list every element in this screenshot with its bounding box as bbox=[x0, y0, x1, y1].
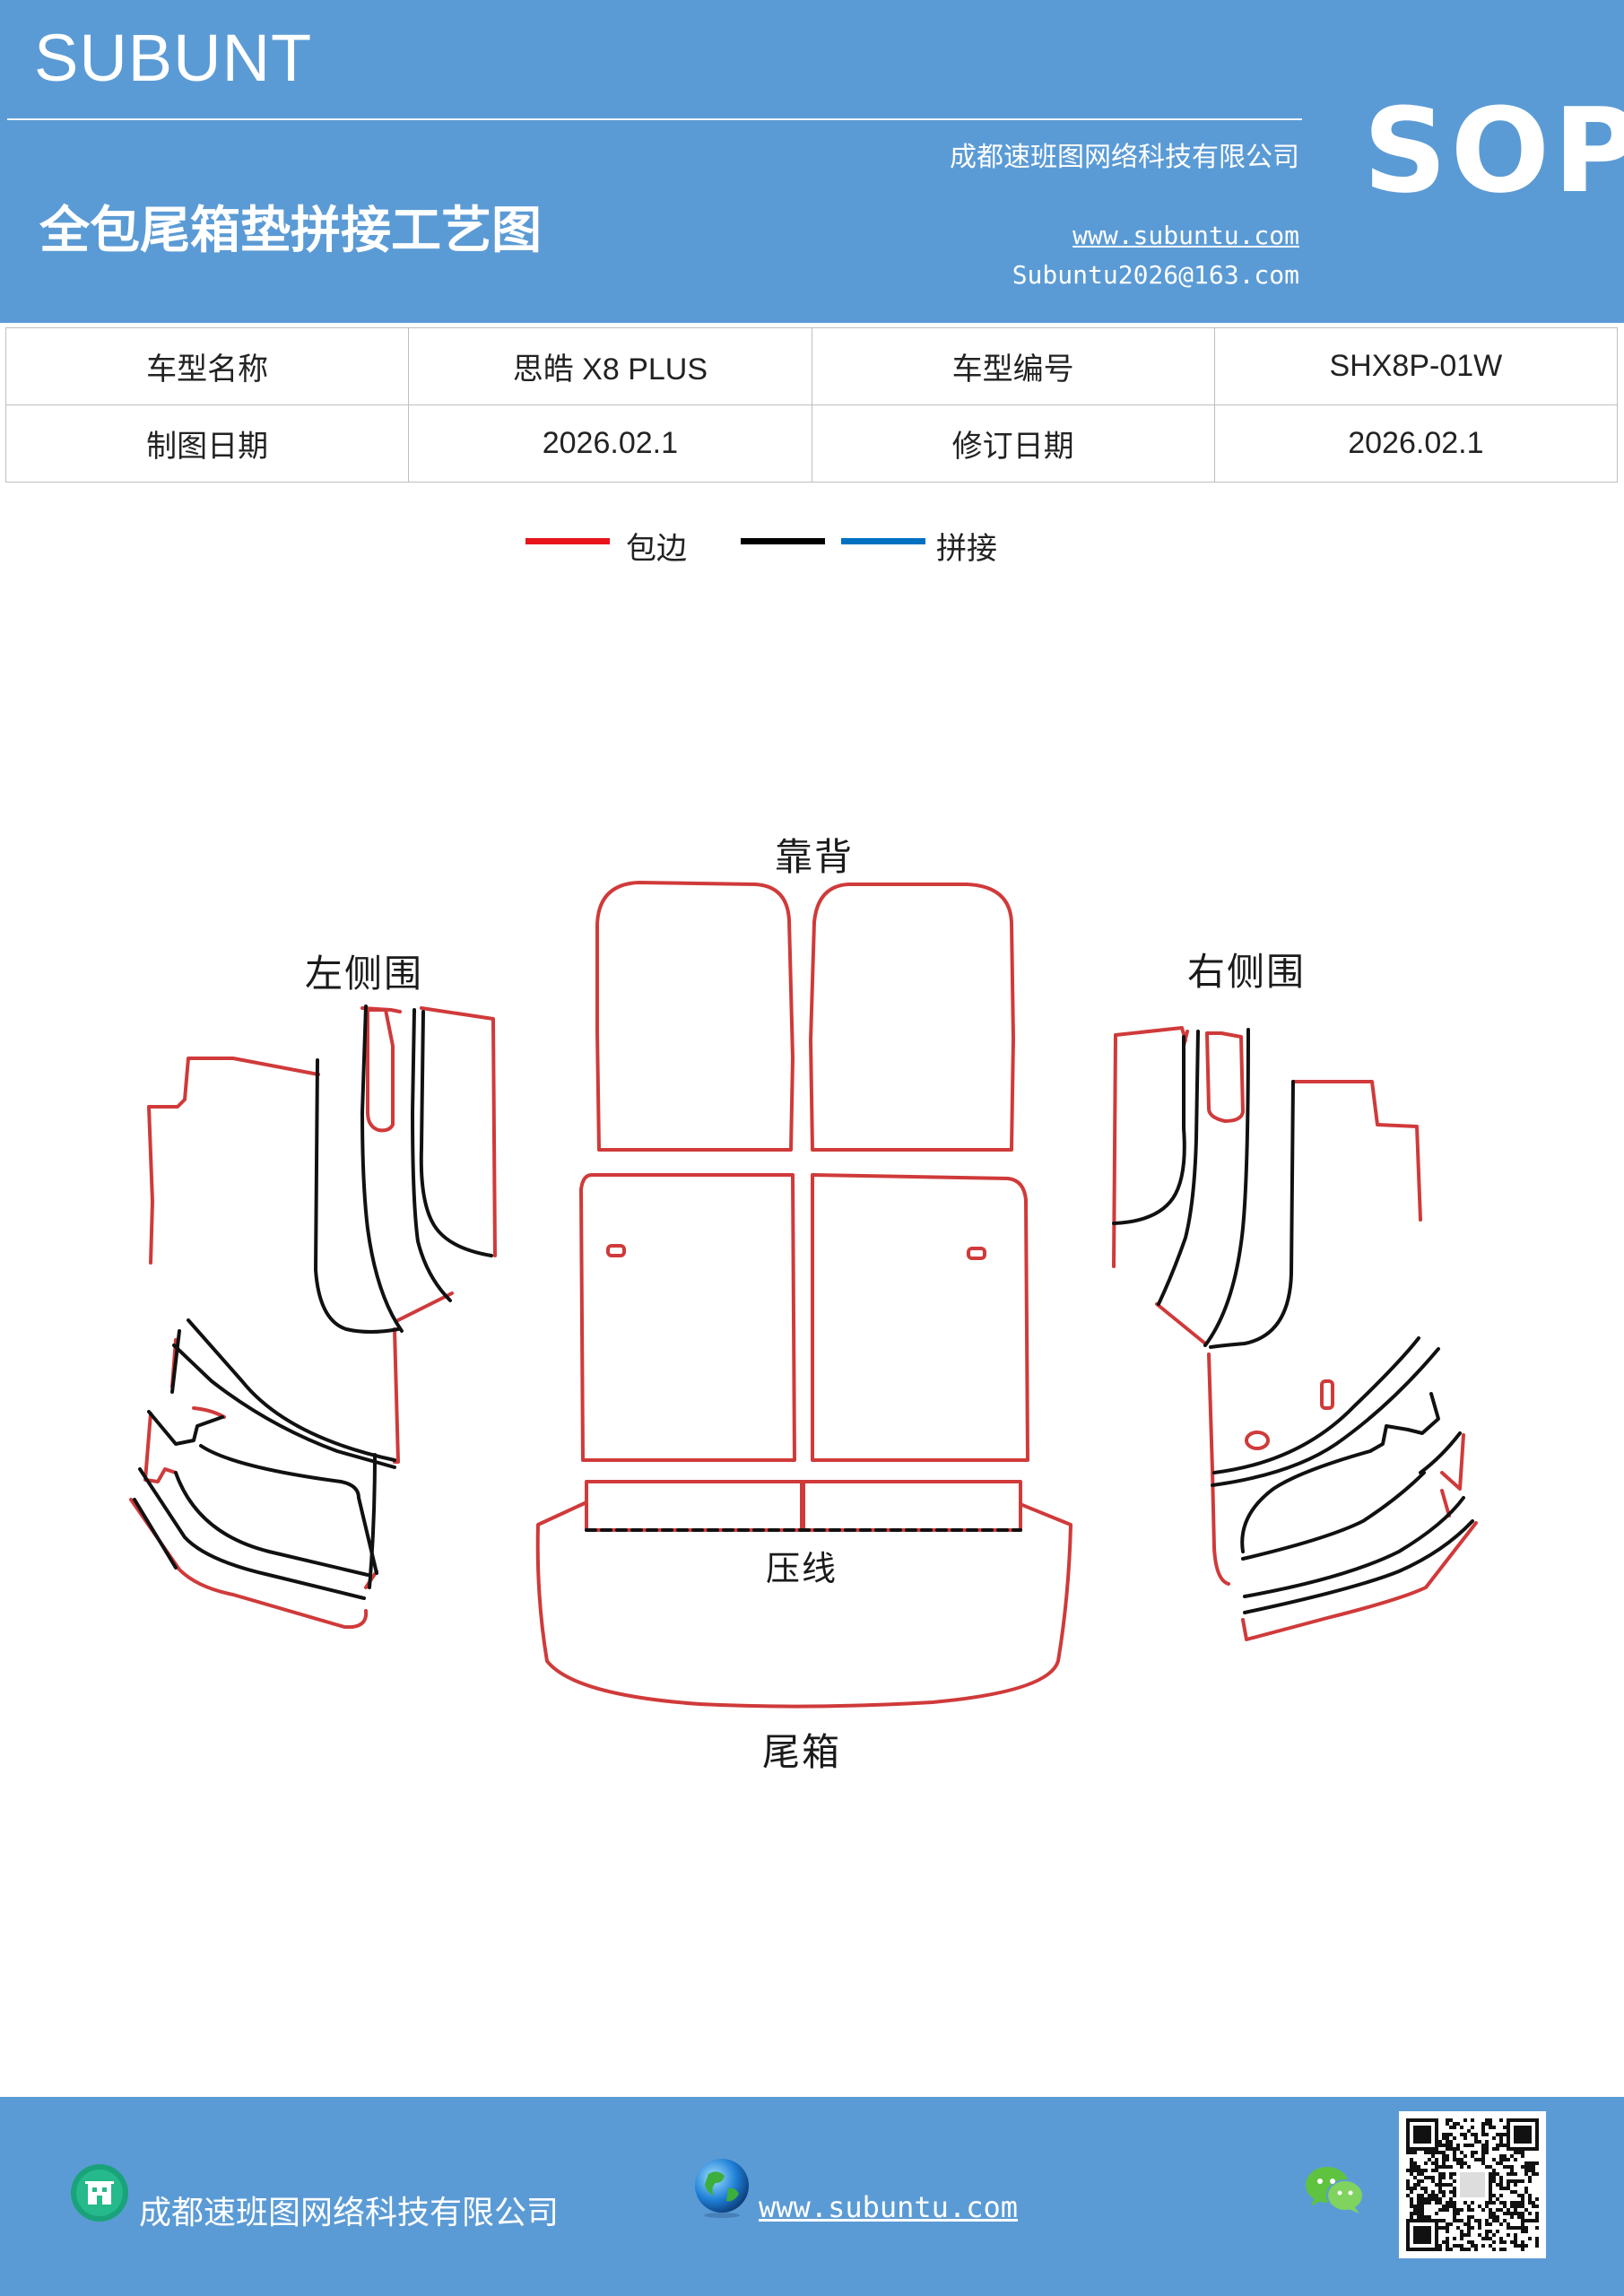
splice-diagram: 靠背 左侧围 右侧围 压线 尾箱 bbox=[0, 807, 1624, 1794]
left-seam-1 bbox=[314, 1058, 400, 1334]
globe-icon bbox=[695, 2159, 749, 2218]
revision-date-value: 2026.02.1 bbox=[1213, 404, 1619, 483]
model-name-label: 车型名称 bbox=[4, 327, 410, 405]
left-side-piece-e bbox=[420, 1006, 497, 1257]
draw-date-label: 制图日期 bbox=[4, 404, 410, 483]
right-side-piece-b bbox=[1207, 1352, 1230, 1586]
mat-pieces-drawing bbox=[129, 881, 1478, 1709]
brand-name: SUBUNT bbox=[34, 21, 313, 95]
right-side-piece-a bbox=[1291, 1080, 1422, 1222]
left-side-piece-h bbox=[129, 1498, 369, 1630]
right-side-piece-j bbox=[1440, 1489, 1451, 1518]
draw-date-value: 2026.02.1 bbox=[408, 404, 812, 483]
seat-left-slot bbox=[606, 1244, 626, 1257]
right-side-piece-c bbox=[1155, 1302, 1207, 1345]
left-seam-5 bbox=[187, 1318, 396, 1462]
email-address[interactable]: Subuntu2026@163.com bbox=[1012, 260, 1299, 290]
label-right-side: 右侧围 bbox=[1187, 950, 1307, 994]
sop-label: SOP bbox=[1363, 83, 1624, 219]
right-side-piece-d bbox=[1205, 1031, 1245, 1123]
left-seam-12 bbox=[368, 1453, 377, 1589]
footer-company: 成都速班图网络科技有限公司 bbox=[139, 2195, 560, 2231]
seat-right-slot bbox=[967, 1247, 986, 1260]
right-seam-3 bbox=[1157, 1030, 1200, 1306]
press-strip-left bbox=[585, 1480, 803, 1532]
left-side-piece-g bbox=[143, 1412, 178, 1483]
right-seam-7 bbox=[1368, 1392, 1440, 1453]
legend-line-black bbox=[741, 538, 825, 544]
right-seam-10 bbox=[1241, 1471, 1426, 1561]
legend-line-seam bbox=[841, 538, 925, 544]
left-seam-2 bbox=[360, 1004, 404, 1333]
table-row: 制图日期 2026.02.1 修订日期 2026.02.1 bbox=[4, 404, 1619, 483]
legend-line-edge bbox=[525, 538, 610, 544]
left-seam-13 bbox=[170, 1329, 181, 1394]
right-side-piece-g bbox=[1112, 1033, 1117, 1268]
header-divider bbox=[7, 118, 1302, 120]
footer-website-link[interactable]: www.subuntu.com bbox=[759, 2190, 1018, 2224]
right-seam-6 bbox=[1211, 1347, 1440, 1487]
building-icon bbox=[71, 2164, 128, 2222]
website-link[interactable]: www.subuntu.com bbox=[1073, 221, 1299, 250]
left-side-piece-j bbox=[192, 1406, 226, 1419]
model-name-value: 思皓 X8 PLUS bbox=[408, 327, 812, 405]
right-seam-4 bbox=[1112, 1035, 1186, 1225]
trunk-floor-piece bbox=[535, 1501, 1073, 1709]
qr-code[interactable] bbox=[1399, 2111, 1546, 2258]
left-seam-9 bbox=[174, 1471, 369, 1577]
left-seam-7 bbox=[147, 1410, 224, 1446]
wechat-icon[interactable] bbox=[1304, 2163, 1367, 2217]
qr-code-pattern bbox=[1406, 2118, 1539, 2251]
table-row: 车型名称 思皓 X8 PLUS 车型编号 SHX8P-01W bbox=[4, 327, 1619, 405]
left-seam-4 bbox=[419, 1010, 493, 1257]
right-side-piece-f bbox=[1114, 1026, 1187, 1042]
right-seam-1 bbox=[1209, 1080, 1295, 1349]
press-strip-right bbox=[802, 1480, 1022, 1532]
right-seam-2 bbox=[1203, 1028, 1250, 1347]
right-seam-5 bbox=[1212, 1336, 1420, 1474]
left-seam-10 bbox=[138, 1467, 366, 1600]
company-name: 成都速班图网络科技有限公司 bbox=[950, 142, 1299, 173]
right-seam-12 bbox=[1243, 1519, 1474, 1614]
right-seam-8 bbox=[1419, 1431, 1462, 1474]
left-side-piece-d bbox=[360, 1006, 402, 1013]
vehicle-info-table: 车型名称 思皓 X8 PLUS 车型编号 SHX8P-01W 制图日期 2026… bbox=[4, 327, 1619, 483]
legend-label-edge: 包边 bbox=[626, 531, 687, 567]
seat-left-piece bbox=[579, 1173, 796, 1462]
left-seam-8 bbox=[199, 1444, 378, 1575]
model-code-label: 车型编号 bbox=[811, 327, 1215, 405]
label-trunk: 尾箱 bbox=[762, 1730, 842, 1774]
legend: 包边 拼接 bbox=[0, 520, 1624, 583]
right-side-slot bbox=[1320, 1379, 1334, 1410]
label-press-line: 压线 bbox=[766, 1549, 838, 1588]
backrest-right-piece bbox=[809, 883, 1015, 1152]
footer-banner: 成都速班图网络科技有限公司 www.subuntu.com bbox=[0, 2097, 1624, 2296]
left-seam-11 bbox=[133, 1498, 178, 1570]
right-seam-11 bbox=[1243, 1496, 1465, 1598]
left-seam-6 bbox=[172, 1344, 396, 1469]
right-side-piece-h bbox=[1440, 1433, 1465, 1491]
document-title: 全包尾箱垫拼接工艺图 bbox=[39, 202, 542, 260]
legend-label-seam: 拼接 bbox=[936, 531, 997, 567]
header-banner: SUBUNT 全包尾箱垫拼接工艺图 成都速班图网络科技有限公司 www.subu… bbox=[0, 0, 1624, 323]
right-side-piece-i bbox=[1241, 1521, 1478, 1641]
left-side-piece-a2 bbox=[393, 1327, 400, 1464]
seat-right-piece bbox=[811, 1173, 1029, 1462]
model-code-value: SHX8P-01W bbox=[1213, 327, 1619, 405]
left-side-piece-a bbox=[147, 1057, 320, 1265]
left-side-piece-b bbox=[396, 1292, 454, 1322]
label-backrest: 靠背 bbox=[775, 835, 855, 879]
left-side-piece-c bbox=[366, 1008, 395, 1133]
label-left-side: 左侧围 bbox=[305, 952, 424, 996]
right-seam-9 bbox=[1240, 1449, 1372, 1553]
left-seam-3 bbox=[411, 1008, 452, 1302]
right-side-hole bbox=[1245, 1431, 1270, 1450]
revision-date-label: 修订日期 bbox=[811, 404, 1215, 483]
backrest-left-piece bbox=[595, 881, 795, 1152]
